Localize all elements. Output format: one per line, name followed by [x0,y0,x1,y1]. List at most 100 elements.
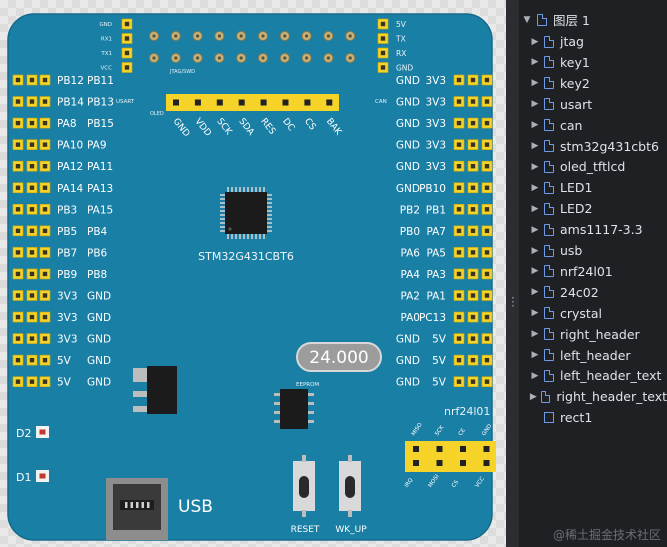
oled-pin[interactable] [260,99,267,106]
oled-pin[interactable] [216,99,223,106]
led-d2[interactable] [36,426,49,438]
pin-hole [29,250,35,255]
chevron-right-icon[interactable]: ▶ [529,391,537,402]
ams1117-regulator[interactable] [133,366,177,414]
header-pin-label: PB14 [57,97,84,109]
jtag-pin-hole [305,56,309,60]
layer-item-usart[interactable]: ▶usart [519,94,667,115]
chevron-right-icon[interactable]: ▶ [531,203,539,214]
chip-lead [251,234,253,239]
chevron-right-icon[interactable]: ▶ [531,141,539,151]
eeprom-chip[interactable] [274,389,314,429]
pin-hole [484,77,490,83]
layer-item-rect1[interactable]: rect1 [519,407,667,428]
chevron-right-icon[interactable]: ▶ [531,308,539,319]
layer-item-usb[interactable]: ▶usb [519,240,667,261]
pin-hole [124,36,130,41]
chip-lead [235,234,237,239]
header-pin-label: 5V [57,355,72,367]
usb-connector[interactable] [106,478,168,540]
layer-item-label: key2 [560,75,590,91]
pin-hole [470,164,476,169]
chevron-right-icon[interactable]: ▶ [531,224,539,235]
layer-item-right-header-text[interactable]: ▶right_header_text [519,386,667,407]
splitter-grip-icon[interactable]: ··· [511,291,515,313]
layer-item-stm32g431cbt6[interactable]: ▶stm32g431cbt6 [519,136,667,157]
oled-pin[interactable] [173,99,179,106]
usart-pin-label: TX1 [100,51,112,57]
chip-lead [227,187,229,192]
layer-item-led1[interactable]: ▶LED1 [519,177,667,198]
oled-pin[interactable] [304,99,311,106]
layer-item-oled-tftlcd[interactable]: ▶oled_tftlcd [519,156,667,177]
layer-item-jtag[interactable]: ▶jtag [519,31,667,52]
oled-pin[interactable] [194,99,201,106]
chevron-right-icon[interactable]: ▶ [531,182,539,193]
layer-item-left-header[interactable]: ▶left_header [519,345,667,366]
chevron-right-icon[interactable]: ▶ [531,57,539,68]
chevron-right-icon[interactable]: ▶ [531,120,539,131]
nrf-pin[interactable] [436,446,443,452]
reset-button[interactable] [293,455,315,517]
layer-item-key2[interactable]: ▶ key2 [519,73,667,94]
oled-pin[interactable] [238,99,245,106]
nrf-bottom-pin-label: IRQ [404,477,415,489]
layer-item-led2[interactable]: ▶LED2 [519,198,667,219]
layer-item-ams1117-3-3[interactable]: ▶ams1117-3.3 [519,219,667,240]
layer-item-key1[interactable]: ▶key1 [519,52,667,73]
nrf-pin[interactable] [483,460,490,466]
oled-pin[interactable] [326,99,333,106]
layer-item-label: rect1 [560,410,593,426]
chevron-right-icon[interactable]: ▶ [531,370,539,381]
chevron-right-icon[interactable]: ▶ [531,245,539,256]
stm32-chip[interactable] [220,187,272,239]
chevron-right-icon[interactable]: ▶ [531,78,539,89]
layer-root[interactable]: ▼ 图层 1 [519,9,667,30]
nrf-pin[interactable] [460,446,466,452]
pin-hole [456,120,462,126]
nrf-pin[interactable] [413,446,419,452]
nrf-pin[interactable] [436,460,443,466]
chevron-right-icon[interactable]: ▶ [531,36,539,47]
layer-item-crystal[interactable]: ▶crystal [519,303,667,324]
nrf-pin[interactable] [413,460,419,466]
chevron-right-icon[interactable]: ▶ [531,266,539,277]
pin-hole [470,357,476,363]
layer-item-right-header[interactable]: ▶right_header [519,324,667,345]
wkup-button[interactable] [339,455,361,517]
chip-lead [235,187,237,192]
jtag-pin-hole [326,34,330,38]
header-pin-label: PB8 [87,269,107,281]
layer-item-left-header-text[interactable]: ▶left_header_text [519,365,667,386]
pin-hole [29,271,35,277]
chevron-right-icon[interactable]: ▶ [531,287,539,298]
layer-item-24c02[interactable]: ▶24c02 [519,282,667,303]
crystal[interactable]: 24.000 [296,342,382,372]
pin-hole [484,207,490,212]
pin-hole [470,77,476,83]
led-d1[interactable] [36,470,49,482]
header-pin-label: 3V3 [57,334,78,346]
jtag-header[interactable] [149,31,356,63]
nrf-pin[interactable] [460,460,466,466]
chevron-down-icon[interactable]: ▼ [523,14,531,25]
layer-item-can[interactable]: ▶can [519,115,667,136]
chevron-right-icon[interactable]: ▶ [531,161,539,172]
chip-lead [267,226,272,228]
chevron-right-icon[interactable]: ▶ [531,329,539,340]
oled-pin[interactable] [282,99,289,106]
chevron-right-icon[interactable]: ▶ [531,350,539,360]
panel-splitter[interactable] [506,0,519,547]
oled-label: OLED [150,111,164,117]
pin-hole [42,207,48,212]
nrf-pin[interactable] [483,446,490,452]
layer-item-nrf24l01[interactable]: ▶nrf24l01 [519,261,667,282]
chevron-right-icon[interactable]: ▶ [531,99,539,110]
